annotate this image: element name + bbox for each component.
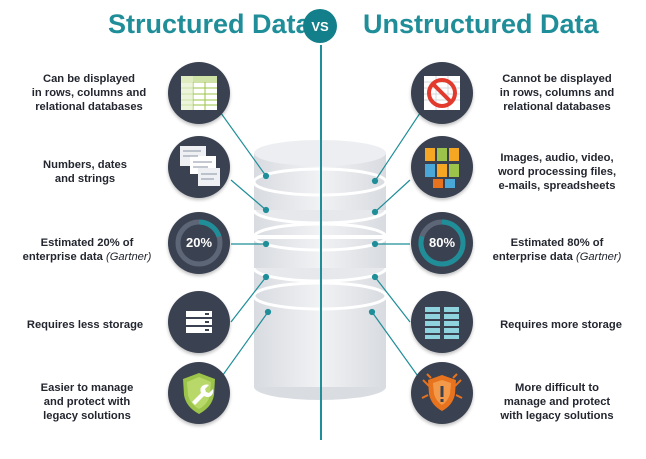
percent-ring-icon: 80% (411, 212, 473, 274)
unstructured-label-types: Images, audio, video, word processing fi… (497, 152, 617, 192)
data-sheets-icon (168, 136, 230, 198)
vs-badge: VS (303, 9, 337, 43)
unstructured-label-manage: More difficult to manage and protect wit… (500, 382, 614, 422)
table-icon (168, 62, 230, 124)
unstructured-label-display: Cannot be displayed in rows, columns and… (499, 73, 615, 113)
large-server-icon (411, 291, 473, 353)
structured-label-types: Numbers, dates and strings (43, 159, 127, 185)
structured-label-display: Can be displayed in rows, columns and re… (31, 73, 147, 113)
unstructured-data-title: Unstructured Data (363, 9, 599, 39)
small-server-icon (168, 291, 230, 353)
file-types-icon (411, 136, 473, 198)
wrench-shield-warning-icon (411, 362, 473, 424)
unstructured-label-storage: Requires more storage (500, 319, 622, 331)
percent-ring-icon: 20% (168, 212, 230, 274)
structured-data-title: Structured Data (108, 9, 311, 39)
percent-20-label: 20% (185, 235, 213, 250)
structured-label-percent: Estimated 20% of enterprise data (Gartne… (22, 237, 152, 263)
prohibited-table-icon (411, 62, 473, 124)
structured-label-storage: Requires less storage (26, 319, 144, 331)
unstructured-label-percent: Estimated 80% of enterprise data (Gartne… (492, 237, 622, 263)
wrench-shield-icon (168, 362, 230, 424)
center-divider (320, 45, 322, 440)
percent-80-label: 80% (428, 235, 456, 250)
structured-label-manage: Easier to manage and protect with legacy… (40, 382, 134, 422)
